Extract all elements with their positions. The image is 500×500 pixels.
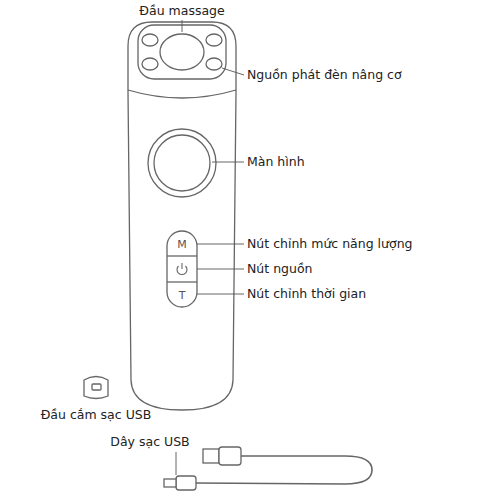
leader-line — [197, 244, 244, 245]
part-label: Nguồn phát đèn nâng cơ — [247, 67, 402, 82]
button-pill — [167, 231, 197, 307]
leader-line — [222, 68, 244, 75]
head-seam — [128, 90, 236, 98]
button-letter: T — [179, 290, 186, 301]
pad — [206, 34, 222, 46]
button-letter: M — [177, 239, 187, 250]
part-label: Nút chỉnh mức năng lượng — [247, 236, 413, 251]
micro-usb-tip — [164, 479, 176, 487]
pad — [206, 58, 222, 70]
part-label: Nút nguồn — [247, 261, 313, 276]
part-label: Đầu cắm sạc USB — [41, 407, 152, 422]
leader-line — [176, 452, 177, 475]
leader-line — [212, 162, 244, 163]
device-body — [128, 22, 236, 410]
power-symbol — [177, 263, 187, 275]
pad — [142, 34, 158, 46]
usb-cable — [196, 456, 372, 484]
pad — [142, 58, 158, 70]
part-label: Dây sạc USB — [110, 434, 189, 449]
micro-usb-body — [176, 476, 196, 490]
leader-line — [197, 269, 244, 270]
massage-center — [160, 34, 204, 70]
button-divider — [167, 281, 197, 282]
part-label: Đầu massage — [139, 3, 224, 18]
leader-line — [197, 294, 244, 295]
usb-a-connector — [203, 449, 219, 463]
button-divider — [167, 255, 197, 256]
screen-ring — [148, 129, 216, 197]
leader-line — [182, 20, 183, 32]
part-label: Nút chỉnh thời gian — [247, 286, 366, 301]
part-label: Màn hình — [247, 154, 305, 169]
usb-plug-port — [92, 384, 101, 390]
usb-plug-head — [84, 377, 108, 399]
massage-head — [138, 25, 226, 79]
usb-a-body — [219, 447, 241, 465]
screen — [154, 135, 210, 191]
